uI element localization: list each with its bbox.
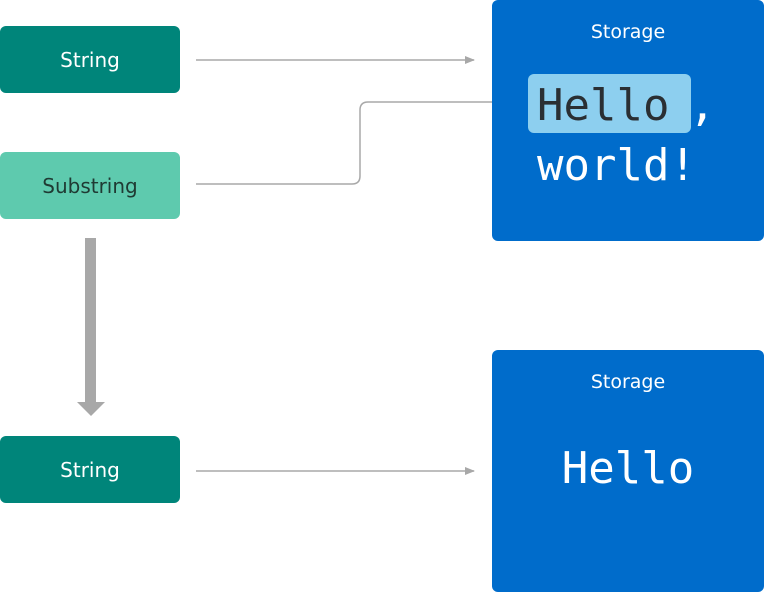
storage-box-top: Storage Hello , world! [492, 0, 764, 241]
string-box-bottom: String [0, 436, 180, 503]
storage-label-top: Storage [590, 21, 666, 43]
string-label-bottom: String [60, 457, 120, 482]
hello-text: Hello [561, 443, 695, 494]
substring-highlight [528, 74, 691, 133]
string-label-top: String [60, 47, 120, 72]
highlighted-hello-text: Hello [537, 80, 670, 131]
comma-text: , [689, 80, 716, 131]
world-text: world! [537, 140, 696, 191]
substring-box: Substring [0, 152, 180, 219]
conversion-arrow-head [77, 402, 105, 416]
storage-label-bottom: Storage [590, 371, 666, 393]
arrow-substring-to-storage [196, 98, 515, 185]
conversion-arrow-shaft [85, 238, 96, 404]
string-box-top: String [0, 26, 180, 93]
substring-label: Substring [42, 173, 138, 198]
storage-box-bottom: Storage Hello [492, 350, 764, 592]
